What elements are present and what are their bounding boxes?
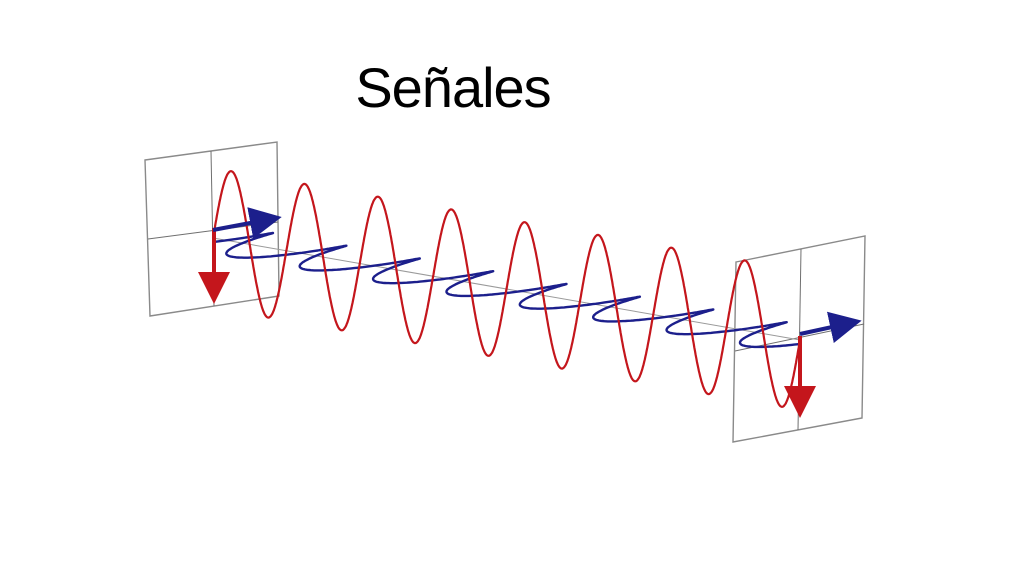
page-title: Señales [355,56,551,119]
left-field-vectors [198,207,282,304]
magnetic-field-arrow-icon [799,311,862,344]
right-frame-border [732,235,866,443]
electric-field-wave [211,170,802,408]
right-field-vectors [784,311,862,418]
left-frame-border [144,141,280,317]
magnetic-field-arrow-icon [212,207,282,239]
